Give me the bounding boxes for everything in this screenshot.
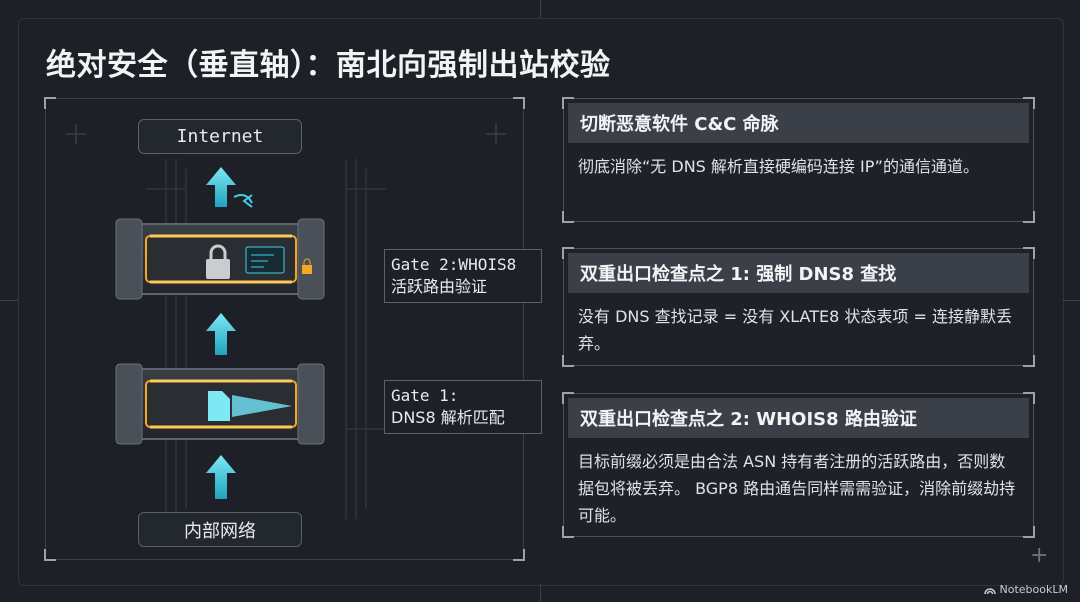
gate-1-label: Gate 1: DNS8 解析匹配 (384, 380, 542, 434)
card-heading: 切断恶意软件 C&C 命脉 (568, 103, 1029, 143)
internet-node-label: Internet (176, 126, 264, 147)
card-dns-check: 双重出口检查点之 1: 强制 DNS8 查找 没有 DNS 查找记录 = 没有 … (562, 247, 1035, 367)
internal-network-label: 内部网络 (184, 520, 256, 542)
outer-frame (18, 18, 1064, 586)
gate-1-device (115, 363, 325, 445)
small-lock-icon (302, 258, 312, 274)
frame-tick-top (540, 0, 541, 18)
plus-ornament: + (1030, 543, 1049, 568)
document-icon (208, 391, 230, 421)
gate-2-desc: 活跃路由验证 (391, 277, 488, 296)
gate-1-desc: DNS8 解析匹配 (391, 408, 505, 427)
circuit-background (66, 124, 506, 519)
scan-beam-icon (232, 395, 292, 417)
diagram-panel: Internet (44, 97, 542, 561)
deflected-arrow-icon (233, 194, 253, 204)
gate-2-device (115, 218, 325, 300)
frame-tick-left (0, 300, 18, 301)
up-arrow-middle (206, 313, 236, 355)
card-heading: 双重出口检查点之 2: WHOIS8 路由验证 (568, 398, 1029, 438)
card-heading: 双重出口检查点之 1: 强制 DNS8 查找 (568, 253, 1029, 293)
up-arrow-bottom (206, 455, 236, 499)
card-body: 目标前缀必须是由合法 ASN 持有者注册的活跃路由，否则数据包将被丢弃。 BGP… (578, 452, 1016, 525)
internal-network-node: 内部网络 (138, 512, 302, 547)
card-body: 没有 DNS 查找记录 = 没有 XLATE8 状态表项 = 连接静默丢弃。 (578, 307, 1012, 353)
flow-arrows (115, 167, 325, 499)
padlock-icon (206, 244, 230, 279)
terminal-screen-icon (245, 246, 285, 274)
frame-tick-right (1062, 300, 1080, 301)
card-whois-check: 双重出口检查点之 2: WHOIS8 路由验证 目标前缀必须是由合法 ASN 持… (562, 392, 1035, 538)
gate-1-title: Gate 1: (391, 386, 459, 405)
page-title: 绝对安全（垂直轴）：南北向强制出站校验 (46, 48, 611, 83)
internet-node: Internet (138, 119, 302, 154)
gate-2-label: Gate 2:WHOIS8 活跃路由验证 (384, 249, 542, 303)
notebooklm-logo-icon (983, 587, 996, 594)
card-cc-cutoff: 切断恶意软件 C&C 命脉 彻底消除“无 DNS 解析直接硬编码连接 IP”的通… (562, 97, 1035, 223)
frame-tick-bottom (540, 584, 541, 602)
watermark-text: NotebookLM (999, 583, 1068, 596)
gate-2-title: Gate 2:WHOIS8 (391, 255, 517, 274)
watermark: NotebookLM (983, 583, 1068, 596)
card-body: 彻底消除“无 DNS 解析直接硬编码连接 IP”的通信通道。 (578, 157, 979, 176)
up-arrow-top (206, 167, 236, 207)
